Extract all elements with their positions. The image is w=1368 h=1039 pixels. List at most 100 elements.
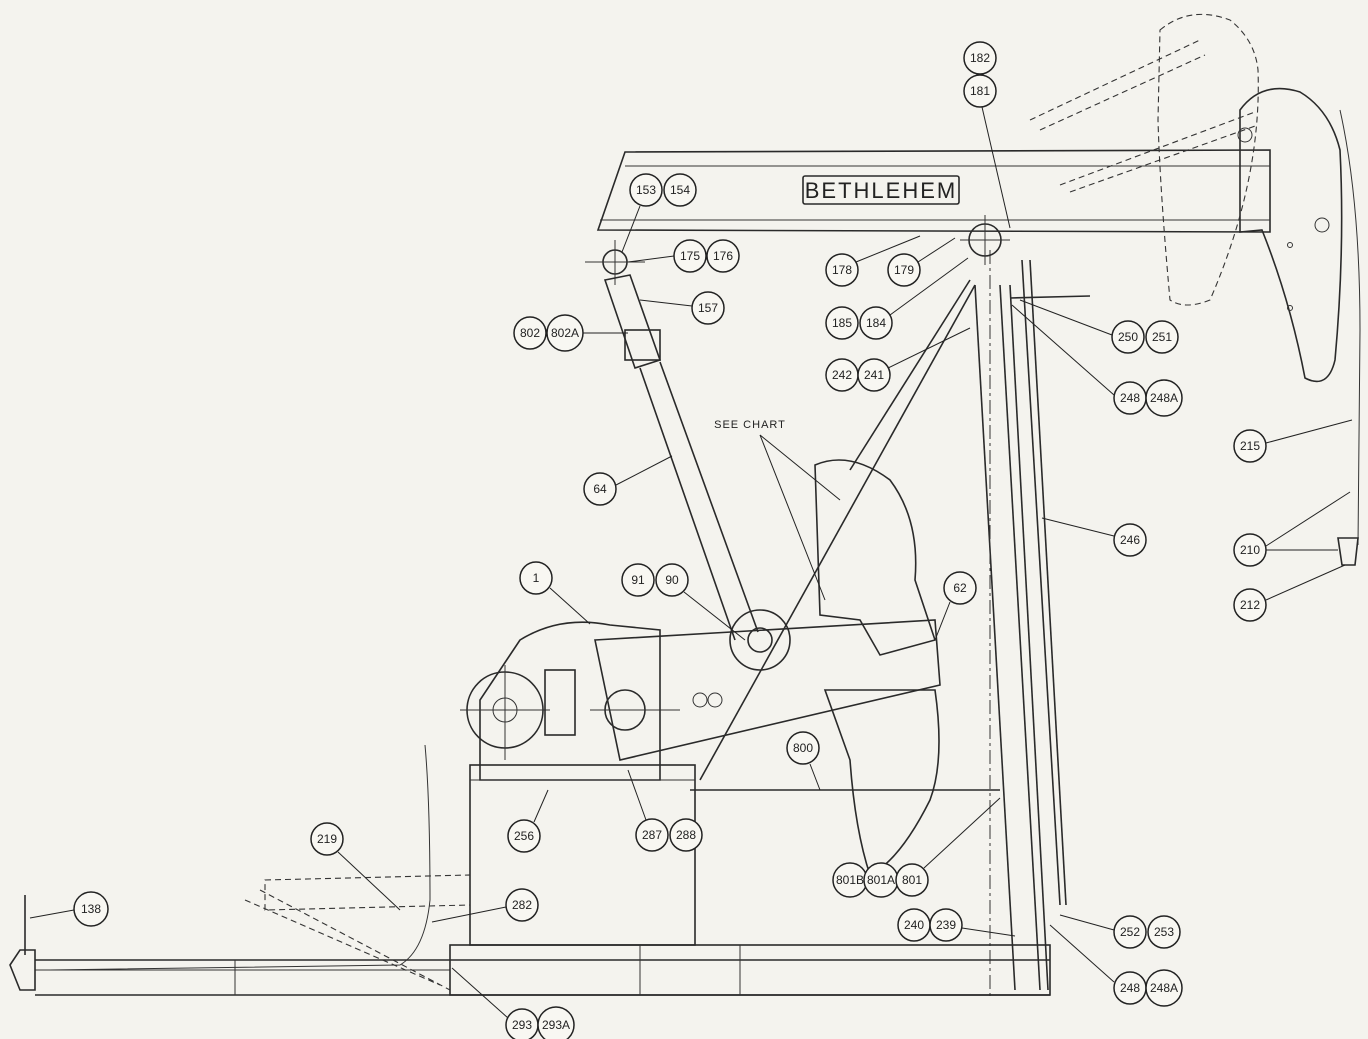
callout-251[interactable]: 251	[1145, 320, 1179, 354]
svg-text:90: 90	[665, 573, 679, 587]
callout-248-lower[interactable]: 248	[1113, 971, 1147, 1005]
callout-246[interactable]: 246	[1113, 523, 1147, 557]
callout-bubbles: 182 181 153 154 175 176 178 179 157 802 …	[29, 41, 1353, 1039]
svg-text:62: 62	[953, 581, 967, 595]
callout-153[interactable]: 153	[629, 173, 663, 207]
callout-800[interactable]: 800	[786, 731, 820, 765]
svg-text:212: 212	[1240, 598, 1260, 612]
wireline	[1339, 109, 1361, 546]
svg-text:176: 176	[713, 249, 733, 263]
svg-text:282: 282	[512, 898, 532, 912]
callout-801[interactable]: 801	[895, 863, 929, 897]
svg-text:246: 246	[1120, 533, 1140, 547]
callout-248A-upper[interactable]: 248A	[1145, 379, 1183, 417]
svg-text:184: 184	[866, 316, 886, 330]
callout-212[interactable]: 212	[1233, 588, 1267, 622]
crank-and-counterweight	[590, 459, 941, 877]
callout-210[interactable]: 210	[1233, 533, 1267, 567]
callout-64[interactable]: 64	[583, 472, 617, 506]
callout-802[interactable]: 802	[513, 316, 547, 350]
pitman-arm	[585, 240, 759, 641]
svg-text:802A: 802A	[551, 326, 579, 340]
callout-175[interactable]: 175	[673, 239, 707, 273]
svg-text:248A: 248A	[1150, 981, 1178, 995]
callout-62[interactable]: 62	[943, 571, 977, 605]
callout-241[interactable]: 241	[857, 358, 891, 392]
svg-text:248: 248	[1120, 391, 1140, 405]
svg-text:1: 1	[533, 571, 540, 585]
callout-181[interactable]: 181	[963, 74, 997, 108]
callout-215[interactable]: 215	[1233, 429, 1267, 463]
svg-text:215: 215	[1240, 439, 1260, 453]
alternate-position-outline	[1029, 13, 1259, 306]
svg-text:64: 64	[593, 482, 607, 496]
svg-text:241: 241	[864, 368, 884, 382]
svg-text:91: 91	[631, 573, 645, 587]
callout-801B[interactable]: 801B	[832, 862, 868, 898]
callout-293[interactable]: 293	[505, 1008, 539, 1039]
svg-text:239: 239	[936, 918, 956, 932]
callout-219[interactable]: 219	[310, 822, 344, 856]
see-chart-note: SEE CHART	[714, 419, 786, 431]
callout-240[interactable]: 240	[897, 908, 931, 942]
callout-802A[interactable]: 802A	[546, 314, 584, 352]
callout-176[interactable]: 176	[706, 239, 740, 273]
callout-154[interactable]: 154	[663, 173, 697, 207]
svg-text:210: 210	[1240, 543, 1260, 557]
svg-text:157: 157	[698, 301, 718, 315]
gear-reducer	[460, 621, 661, 781]
svg-text:219: 219	[317, 832, 337, 846]
walking-beam: BETHLEHEM	[596, 149, 1271, 233]
callout-242[interactable]: 242	[825, 358, 859, 392]
callout-239[interactable]: 239	[929, 908, 963, 942]
callout-90[interactable]: 90	[655, 563, 689, 597]
callout-248A-lower[interactable]: 248A	[1145, 969, 1183, 1007]
callout-185[interactable]: 185	[825, 306, 859, 340]
svg-text:248A: 248A	[1150, 391, 1178, 405]
svg-text:185: 185	[832, 316, 852, 330]
svg-text:287: 287	[642, 828, 662, 842]
callout-138[interactable]: 138	[73, 891, 109, 927]
callout-182[interactable]: 182	[963, 41, 997, 75]
carrier-bar	[1337, 537, 1359, 566]
callout-801A[interactable]: 801A	[863, 862, 899, 898]
svg-text:182: 182	[970, 51, 990, 65]
svg-text:154: 154	[670, 183, 690, 197]
svg-text:253: 253	[1154, 925, 1174, 939]
callout-91[interactable]: 91	[621, 563, 655, 597]
svg-text:251: 251	[1152, 330, 1172, 344]
svg-text:801: 801	[902, 873, 922, 887]
svg-text:179: 179	[894, 263, 914, 277]
svg-text:138: 138	[81, 902, 101, 916]
svg-text:240: 240	[904, 918, 924, 932]
svg-text:248: 248	[1120, 981, 1140, 995]
callout-293A[interactable]: 293A	[537, 1006, 575, 1039]
svg-text:175: 175	[680, 249, 700, 263]
svg-text:178: 178	[832, 263, 852, 277]
svg-text:802: 802	[520, 326, 540, 340]
callout-253[interactable]: 253	[1147, 915, 1181, 949]
svg-text:181: 181	[970, 84, 990, 98]
svg-text:250: 250	[1118, 330, 1138, 344]
callout-179[interactable]: 179	[887, 253, 921, 287]
horsehead	[1237, 87, 1343, 383]
brand-label: BETHLEHEM	[805, 178, 957, 203]
svg-text:801B: 801B	[836, 873, 864, 887]
callout-184[interactable]: 184	[859, 306, 893, 340]
callout-287[interactable]: 287	[635, 818, 669, 852]
callout-178[interactable]: 178	[825, 253, 859, 287]
svg-text:800: 800	[793, 741, 813, 755]
svg-text:293A: 293A	[542, 1018, 570, 1032]
svg-text:242: 242	[832, 368, 852, 382]
base-skid	[9, 744, 1051, 996]
callout-157[interactable]: 157	[691, 291, 725, 325]
callout-256[interactable]: 256	[507, 819, 541, 853]
callout-252[interactable]: 252	[1113, 915, 1147, 949]
callout-288[interactable]: 288	[669, 818, 703, 852]
callout-1[interactable]: 1	[519, 561, 553, 595]
callout-250[interactable]: 250	[1111, 320, 1145, 354]
callout-282[interactable]: 282	[505, 888, 539, 922]
callout-248-upper[interactable]: 248	[1113, 381, 1147, 415]
svg-text:293: 293	[512, 1018, 532, 1032]
